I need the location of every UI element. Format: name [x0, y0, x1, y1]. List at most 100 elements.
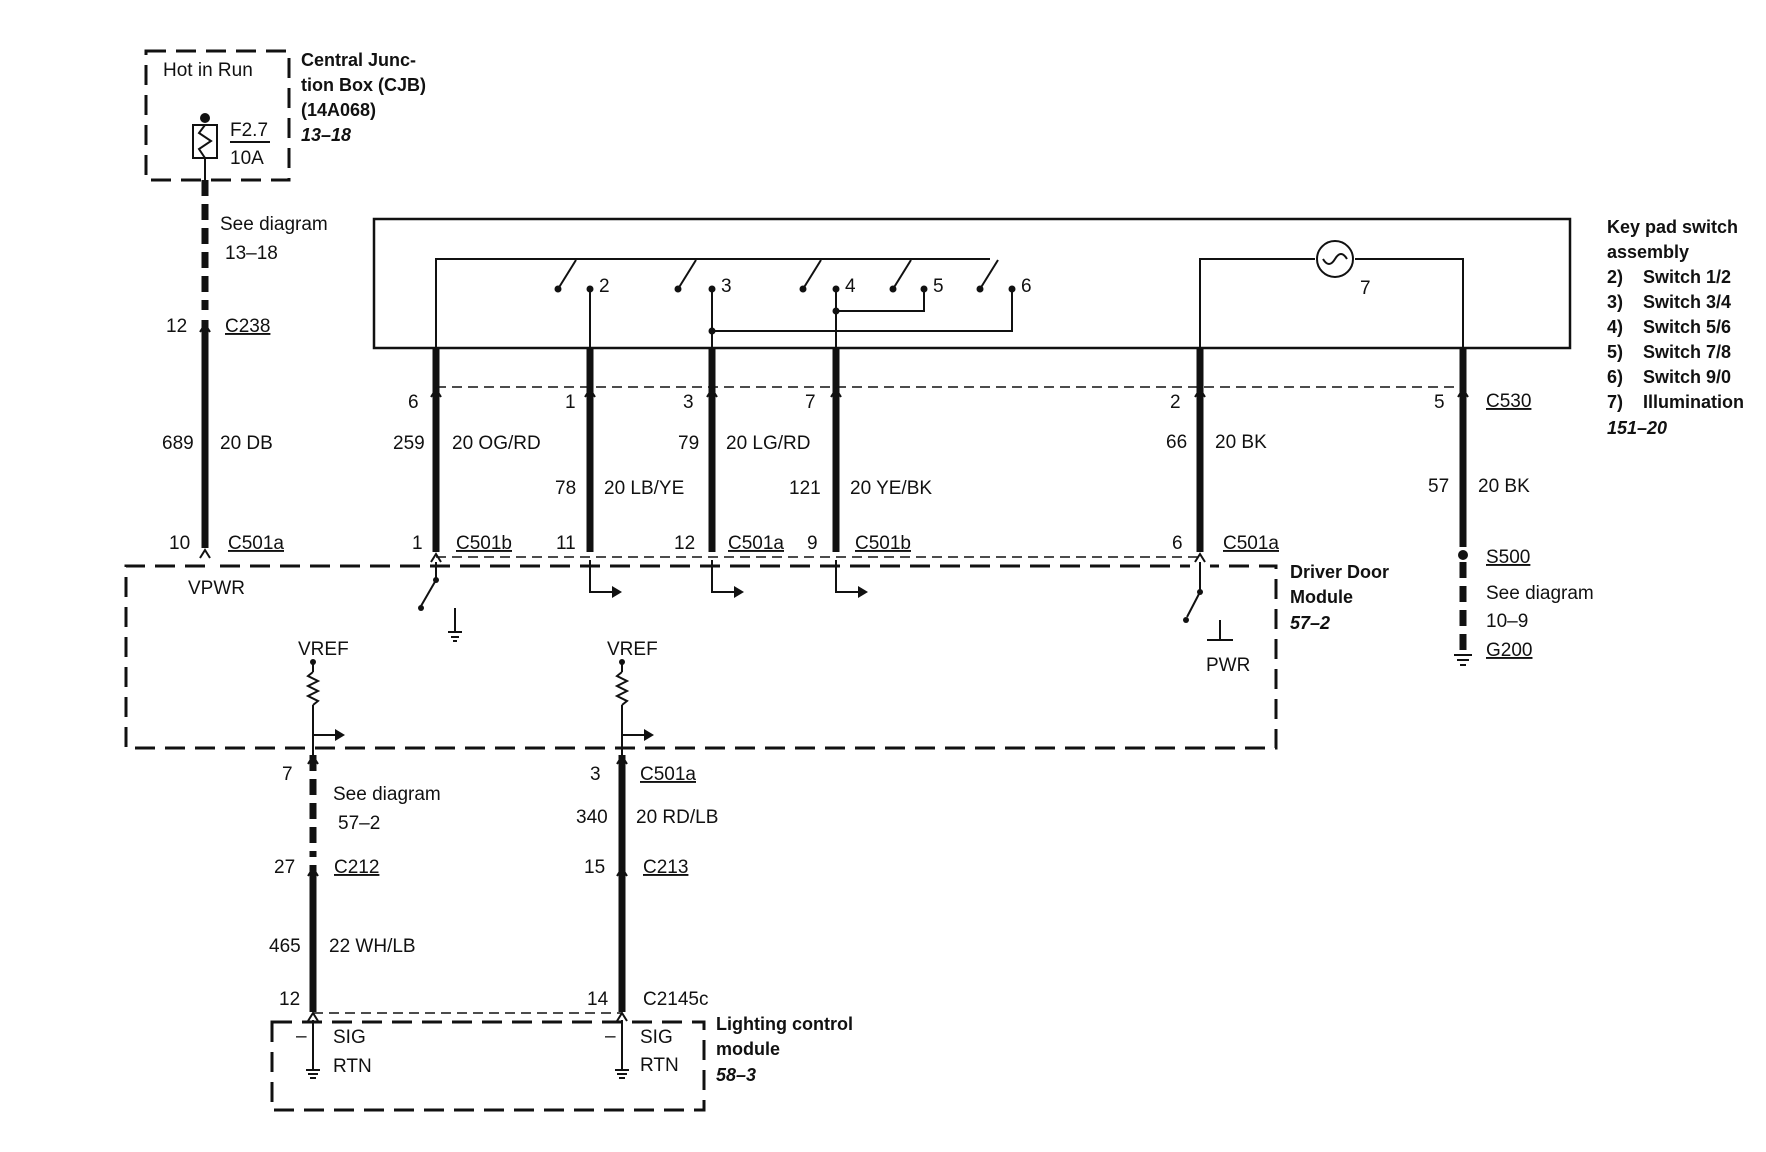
lcm-sig-right: SIG [640, 1027, 673, 1048]
legend-switch-7-8: Switch 7/8 [1643, 342, 1731, 362]
vpwr-see-diagram: See diagram [220, 214, 328, 235]
lcm-ref: 58–3 [716, 1065, 756, 1085]
svg-text:6: 6 [1172, 533, 1183, 554]
svg-text:340: 340 [576, 807, 608, 828]
illumination-lamp-icon: 7 [1199, 240, 1464, 348]
svg-text:C501a: C501a [1223, 533, 1279, 554]
fuse-id: F2.7 [230, 120, 268, 141]
svg-text:6: 6 [408, 392, 419, 413]
svg-text:11: 11 [556, 533, 576, 554]
vpwr-label: VPWR [188, 578, 245, 599]
legend-switch-5-6: Switch 5/6 [1643, 317, 1731, 337]
ddm-ground-78 [589, 560, 622, 598]
vpwr-wire-group: See diagram 13–18 12 C238 689 20 DB 10 C… [162, 158, 328, 599]
resistor-icon [305, 671, 321, 706]
svg-text:7: 7 [805, 392, 816, 413]
svg-text:5): 5) [1607, 342, 1623, 362]
c2145c-connector: C2145c [643, 989, 709, 1010]
pwr-label: PWR [1206, 655, 1250, 676]
lower-left-see-ref: 57–2 [338, 813, 380, 834]
switch-num-6: 6 [1021, 276, 1032, 297]
c213-connector: C213 [643, 857, 688, 878]
cjb-ref: 13–18 [301, 125, 351, 145]
vref-right-label: VREF [607, 639, 658, 660]
keypad-switch-assembly: 2 3 4 5 6 [372, 217, 1744, 438]
svg-text:12: 12 [674, 533, 695, 554]
svg-text:2): 2) [1607, 267, 1623, 287]
vref-pullup-left: VREF [298, 639, 349, 755]
lower-left-wire: 7 See diagram 57–2 27 C212 465 22 WH/LB … [269, 754, 441, 1022]
s500-splice: S500 [1486, 547, 1530, 568]
svg-text:3: 3 [683, 392, 694, 413]
svg-text:465: 465 [269, 936, 301, 957]
svg-text:5: 5 [1434, 392, 1445, 413]
c238-connector: C238 [225, 316, 270, 337]
legend-switch-9-0: Switch 9/0 [1643, 367, 1731, 387]
hot-in-run-label: Hot in Run [163, 60, 253, 81]
vpwr-c501a: C501a [228, 533, 284, 554]
legend-switch-3-4: Switch 3/4 [1643, 292, 1731, 312]
svg-text:259: 259 [393, 433, 425, 454]
driver-door-module: Driver Door Module 57–2 [124, 560, 1389, 755]
switch-3-4: 3 [674, 259, 732, 348]
lcm-outline [270, 1020, 706, 1112]
vref-left-label: VREF [298, 639, 349, 660]
keypad-outline [372, 217, 1572, 350]
ddm-pwr-switch: PWR [1183, 562, 1250, 676]
svg-text:1: 1 [565, 392, 576, 413]
switch-num-2: 2 [599, 276, 610, 297]
svg-text:C501b: C501b [855, 533, 911, 554]
lighting-control-module: – SIG RTN – SIG RTN Lighting control mod… [270, 1014, 853, 1112]
fuse-terminal [200, 113, 210, 123]
vpwr-wire-color: 20 DB [220, 433, 273, 454]
vpwr-see-ref: 13–18 [225, 243, 278, 264]
lcm-title-2: module [716, 1039, 780, 1059]
c212-connector: C212 [334, 857, 379, 878]
svg-text:66: 66 [1166, 432, 1187, 453]
keypad-harness: 6 259 20 OG/RD 1 C501b 1 78 20 LB/YE 11 … [393, 348, 1594, 666]
svg-text:C501a: C501a [728, 533, 784, 554]
svg-text:12: 12 [279, 989, 300, 1010]
fuse-rating: 10A [230, 148, 264, 169]
ddm-input-switch-259 [418, 562, 462, 642]
svg-text:C501b: C501b [456, 533, 512, 554]
wire-259: 6 259 20 OG/RD 1 C501b [393, 348, 541, 563]
lower-left-see-diagram: See diagram [333, 784, 441, 805]
lcm-ground-icon-right [615, 1069, 629, 1079]
svg-text:20 OG/RD: 20 OG/RD [452, 433, 541, 454]
svg-text:79: 79 [678, 433, 699, 454]
svg-text:78: 78 [555, 478, 576, 499]
ddm-title-2: Module [1290, 587, 1353, 607]
c238-pin: 12 [166, 316, 187, 337]
svg-text:7): 7) [1607, 392, 1623, 412]
svg-text:27: 27 [274, 857, 295, 878]
cjb-title-1: Central Junc- [301, 50, 416, 70]
c530-connector: C530 [1486, 391, 1531, 412]
switch-num-5: 5 [933, 276, 944, 297]
g200-ground: G200 [1486, 640, 1532, 661]
ddm-title-1: Driver Door [1290, 562, 1389, 582]
vpwr-c501a-pin: 10 [169, 533, 190, 554]
svg-text:20 BK: 20 BK [1215, 432, 1267, 453]
vref-pullup-right: VREF [607, 639, 658, 755]
ground-see-diagram: See diagram [1486, 583, 1594, 604]
wire-78: 1 78 20 LB/YE 11 [555, 348, 684, 554]
keypad-legend: 2)Switch 1/2 3)Switch 3/4 4)Switch 5/6 5… [1607, 267, 1744, 412]
lcm-rtn-left: RTN [333, 1056, 372, 1077]
switch-7-8: 5 [832, 259, 944, 315]
lcm-sig-left: SIG [333, 1027, 366, 1048]
svg-text:14: 14 [587, 989, 609, 1010]
keypad-title-2: assembly [1607, 242, 1689, 262]
svg-text:1: 1 [412, 533, 423, 554]
cjb-outline [144, 49, 291, 182]
splice-s500-dot [1458, 550, 1468, 560]
ddm-outline [124, 564, 1278, 750]
svg-text:22 WH/LB: 22 WH/LB [329, 936, 416, 957]
ground-see-ref: 10–9 [1486, 611, 1528, 632]
wire-121: 7 121 20 YE/BK 9 C501b [789, 348, 932, 554]
svg-text:9: 9 [807, 533, 818, 554]
ddm-ground-121 [835, 560, 868, 598]
keypad-title-1: Key pad switch [1607, 217, 1738, 237]
lamp-number: 7 [1360, 278, 1371, 299]
